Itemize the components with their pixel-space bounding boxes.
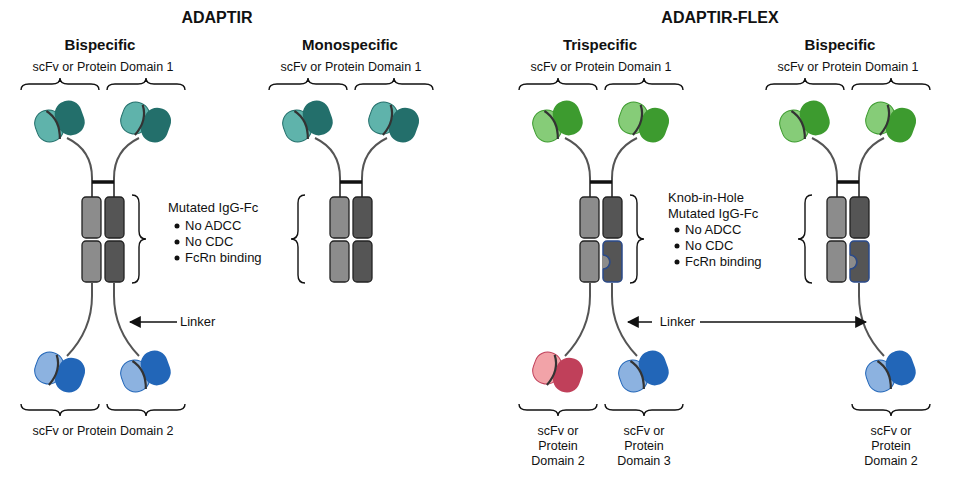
scfv-domain xyxy=(365,97,423,147)
feature-bullet: No ADCC xyxy=(185,218,280,234)
bullet-dot xyxy=(675,260,680,265)
fc-region xyxy=(82,197,124,282)
bullet-dot xyxy=(175,256,180,261)
feature-bullet: No ADCC xyxy=(685,222,780,238)
domain-label: scFv or Protein Domain 2 xyxy=(523,424,593,469)
linker-label: Linker xyxy=(180,314,235,330)
linker-line xyxy=(67,283,92,356)
scfv-domain xyxy=(861,347,919,397)
feature-bullet: FcRn binding xyxy=(685,254,780,270)
scfv-domain xyxy=(775,97,833,147)
bracket xyxy=(107,404,185,416)
format-name: Trispecific xyxy=(540,36,660,54)
linker-line xyxy=(114,283,139,356)
hinge xyxy=(565,138,637,197)
section-heading: ADAPTIR xyxy=(137,8,297,28)
bracket xyxy=(291,195,305,283)
format-name: Monospecific xyxy=(290,36,410,54)
scfv-domain xyxy=(614,347,672,397)
pointer-arrow xyxy=(700,321,866,323)
bracket xyxy=(630,195,644,283)
fc-region-knob-in-hole xyxy=(580,197,622,282)
section-heading: ADAPTIR-FLEX xyxy=(620,8,820,28)
bullet-dot xyxy=(175,240,180,245)
format-name: Bispecific xyxy=(780,36,900,54)
feature-bullet: No CDC xyxy=(685,238,780,254)
bracket xyxy=(798,195,812,283)
linker-line xyxy=(612,283,637,356)
bracket xyxy=(21,78,99,90)
domain-label: scFv or Protein Domain 2 xyxy=(856,424,926,469)
format-name: Bispecific xyxy=(40,36,160,54)
hinge xyxy=(315,138,387,197)
domain-label: scFv or Protein Domain 1 xyxy=(251,60,451,75)
domain-label: scFv or Protein Domain 1 xyxy=(501,60,701,75)
bracket xyxy=(132,195,146,283)
bracket xyxy=(21,404,99,416)
bracket xyxy=(605,78,683,90)
fc-region xyxy=(330,197,372,282)
feature-bullet: FcRn binding xyxy=(185,250,280,266)
bracket xyxy=(852,404,930,416)
domain-label: scFv or Protein Domain 1 xyxy=(3,60,203,75)
hinge xyxy=(812,138,884,197)
domain-label: scFv or Protein Domain 3 xyxy=(609,424,679,469)
pointer-arrow xyxy=(628,321,652,323)
hinge xyxy=(67,138,139,197)
linker-line xyxy=(859,283,884,356)
bracket xyxy=(852,78,930,90)
fc-label: Knob-in-Hole Mutated IgG-Fc xyxy=(668,190,768,222)
scfv-domain xyxy=(117,97,175,147)
feature-bullet: No CDC xyxy=(185,234,280,250)
bracket xyxy=(605,404,683,416)
domain-label: scFv or Protein Domain 2 xyxy=(3,424,203,439)
pointer-arrow xyxy=(130,321,177,323)
scfv-domain xyxy=(30,97,88,147)
bracket xyxy=(107,78,185,90)
bracket xyxy=(519,78,597,90)
scfv-domain xyxy=(31,347,89,397)
domain-label: scFv or Protein Domain 1 xyxy=(748,60,948,75)
bullet-dot xyxy=(675,228,680,233)
bracket xyxy=(269,78,347,90)
bullet-dot xyxy=(675,244,680,249)
scfv-domain xyxy=(116,347,174,397)
scfv-domain xyxy=(278,97,336,147)
scfv-domain xyxy=(528,97,586,147)
scfv-domain xyxy=(862,97,920,147)
fc-region-knob-in-hole xyxy=(827,197,869,282)
bracket xyxy=(519,404,597,416)
linker-label: Linker xyxy=(655,314,700,330)
bracket xyxy=(355,78,433,90)
scfv-domain xyxy=(615,97,673,147)
fc-label: Mutated IgG-Fc xyxy=(168,200,278,216)
bracket xyxy=(766,78,844,90)
linker-line xyxy=(565,283,590,356)
bullet-dot xyxy=(175,224,180,229)
scfv-domain xyxy=(529,347,587,397)
